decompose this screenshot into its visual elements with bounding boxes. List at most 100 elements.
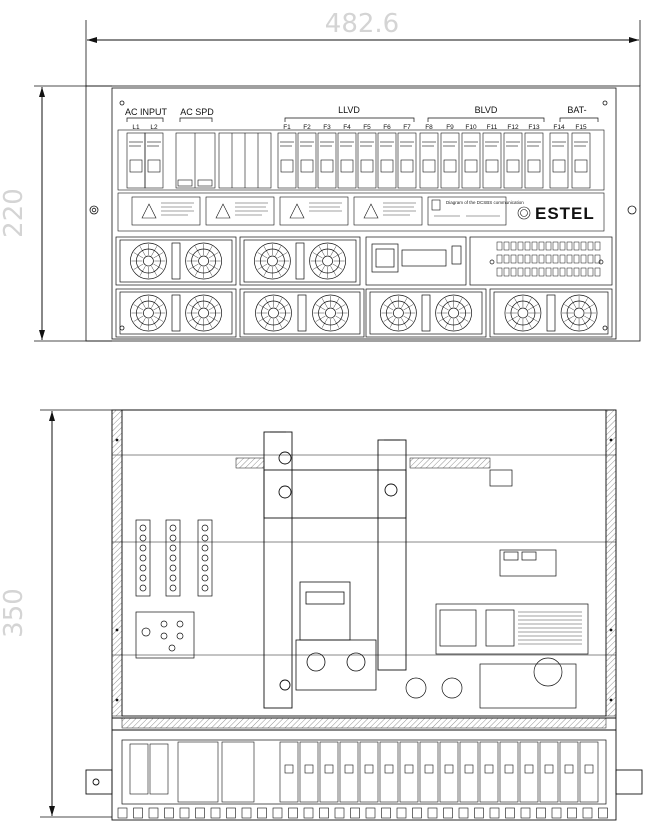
terminal-pin [538, 241, 545, 251]
terminal-pin [496, 267, 503, 277]
terminal-pin [566, 267, 573, 277]
strip-breaker [579, 741, 599, 803]
breaker-label: F15 [575, 124, 587, 131]
breaker-label: F2 [303, 124, 311, 131]
breaker-label: F6 [383, 124, 391, 131]
terminal-pin [559, 241, 566, 251]
terminal-pin [552, 241, 559, 251]
breaker: F3 [317, 124, 337, 189]
breaker-label: F11 [487, 124, 498, 131]
connector-tooth [148, 807, 159, 819]
strip-breaker-toggle [464, 764, 474, 774]
connector-tooth [257, 807, 267, 819]
strip-breaker [559, 741, 579, 803]
connector-tooth [443, 807, 453, 819]
breaker: F6 [377, 124, 397, 189]
connector-tooth [179, 807, 190, 819]
strip-breaker-toggle [404, 764, 414, 774]
connector-tooth [458, 807, 469, 819]
strip-breaker [339, 741, 359, 803]
strip-breaker-toggle [444, 764, 454, 774]
rectifier-module [239, 288, 365, 338]
breaker: F15 [571, 124, 591, 189]
terminal-pin [573, 254, 580, 264]
strip-breaker-toggle [364, 764, 374, 774]
strip-breaker [379, 741, 399, 803]
breaker-label: F9 [446, 124, 454, 131]
terminal-pin [580, 254, 587, 264]
rectifier-module [365, 288, 487, 338]
terminal-pin [552, 267, 559, 277]
brand-logo: ESTEL [535, 204, 595, 223]
connector-tooth [520, 807, 531, 819]
terminal-pin [538, 267, 545, 277]
breaker-label: F12 [507, 124, 519, 131]
front-breaker-strip [121, 739, 607, 805]
dimension-width-label: 482.6 [325, 9, 399, 39]
strip-breaker-toggle [344, 764, 354, 774]
fan-area [405, 657, 577, 709]
breaker: F4 [337, 124, 357, 189]
diagram-label: Diagram of the DCSBS communication [446, 200, 524, 205]
strip-breaker [479, 741, 499, 803]
connector-tooth [195, 807, 205, 819]
connector-tooth [505, 807, 515, 819]
strip-breaker-toggle [524, 764, 534, 774]
connector-tooth [210, 807, 221, 819]
terminal-pin [587, 241, 594, 251]
warning-label-lines [161, 202, 500, 217]
label-bat-minus: BAT- [567, 105, 586, 115]
breaker: F11 [482, 124, 502, 189]
terminal-pin [545, 241, 552, 251]
terminal-pin [496, 254, 503, 264]
strip-isolator [129, 743, 149, 795]
breaker: F12 [503, 124, 523, 189]
terminal-pin [573, 267, 580, 277]
dimension-depth: 350 [0, 409, 112, 818]
terminal-pin [510, 241, 517, 251]
strip-breaker-toggle [284, 764, 294, 774]
terminal-pin [531, 241, 538, 251]
breaker-label: L2 [150, 124, 158, 131]
terminal-pin [587, 254, 594, 264]
terminal-pin [594, 267, 601, 277]
terminal-pin [503, 241, 510, 251]
terminal-pin [510, 267, 517, 277]
terminal-pin [524, 254, 531, 264]
connector-tooth [396, 807, 407, 819]
rectifier-group [115, 236, 613, 338]
strip-breaker [539, 741, 559, 803]
strip-breaker [459, 741, 479, 803]
terminal-pin [587, 267, 594, 277]
strip-breaker-toggle [564, 764, 574, 774]
strip-breaker-toggle [544, 764, 554, 774]
breaker: F8 [419, 124, 439, 189]
strip-breaker-toggle [584, 764, 594, 774]
strip-breaker [359, 741, 379, 803]
rectifier-module [115, 236, 237, 286]
connector-tooth [474, 807, 484, 819]
breaker-label: F1 [283, 124, 291, 131]
connector-tooth [272, 807, 283, 819]
control-pcb [435, 469, 589, 655]
terminal-pin [545, 267, 552, 277]
strip-breaker-toggle [504, 764, 514, 774]
contactor-block [295, 581, 377, 691]
breaker-label: F8 [425, 124, 433, 131]
terminal-pin [580, 267, 587, 277]
strip-breaker [279, 741, 299, 803]
breaker: F14 [549, 124, 569, 189]
rectifier-module [489, 288, 613, 338]
strip-breaker-toggle [424, 764, 434, 774]
terminal-pin [566, 241, 573, 251]
breaker-row [117, 129, 605, 191]
breaker: F10 [461, 124, 481, 189]
breaker-label: F5 [363, 124, 371, 131]
breaker-label: F3 [323, 124, 331, 131]
terminal-pin [566, 254, 573, 264]
screw-markers [115, 438, 613, 702]
connector-tooth [350, 807, 360, 819]
terminal-pin [594, 241, 601, 251]
breaker: F13 [524, 124, 544, 189]
strip-breaker [439, 741, 459, 803]
